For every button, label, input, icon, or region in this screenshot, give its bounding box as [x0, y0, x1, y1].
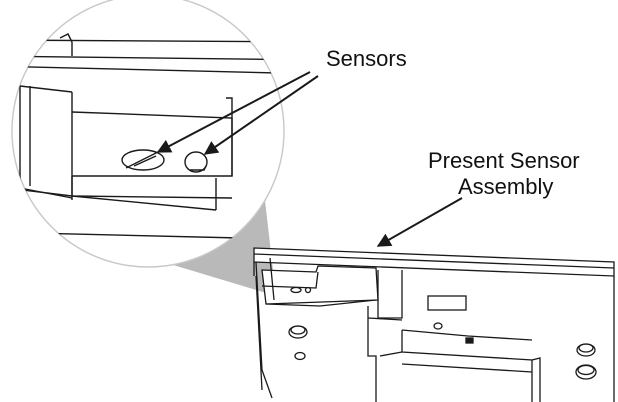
assembly-arrow: [376, 197, 463, 247]
sensors-arrow-right: [203, 75, 319, 155]
assembly-label-line1: Present Sensor: [428, 148, 580, 173]
sensors-label: Sensors: [326, 46, 407, 71]
sensors-arrow-left: [156, 71, 311, 153]
present-sensor-assembly: [253, 247, 615, 402]
assembly-label-line2: Assembly: [458, 174, 553, 199]
